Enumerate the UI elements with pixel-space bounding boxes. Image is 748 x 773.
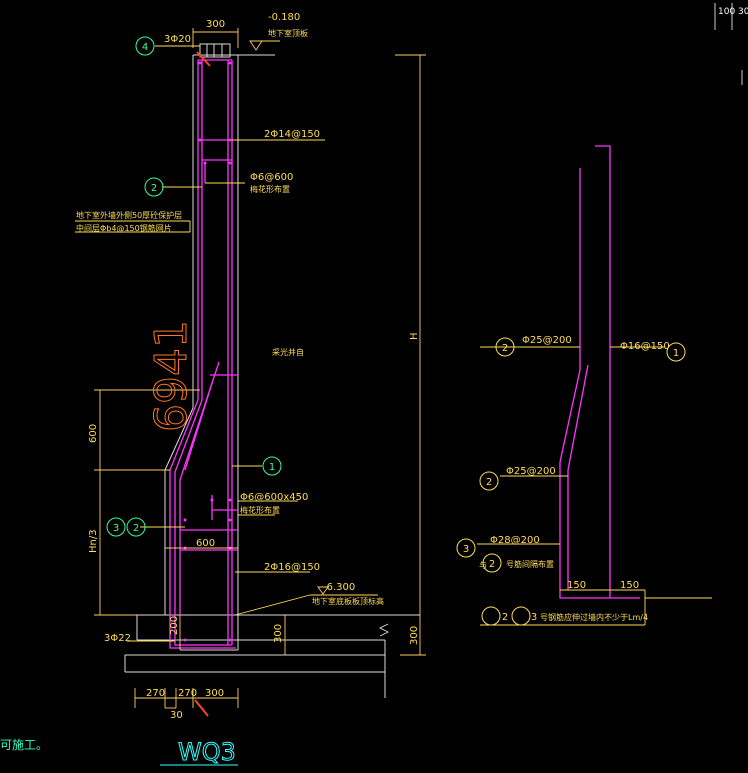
haunch-width-label: 600 — [196, 538, 215, 549]
bar-2b-label: 2Φ16@150 — [264, 562, 320, 573]
corner-labels: 100 30 — [718, 7, 748, 17]
elevation-marker — [249, 40, 263, 51]
height-label: H — [409, 332, 420, 340]
tie-bottom-label: Φ6@600x450 — [240, 492, 308, 503]
right-dim-150a: 150 — [567, 580, 586, 591]
dim-200-label: 200 — [169, 616, 180, 635]
tie-top-label: Φ6@600 — [250, 172, 293, 183]
left-dimensions — [94, 28, 426, 709]
concrete-outline — [124, 54, 420, 698]
marker-r2-top: 2 — [502, 343, 508, 354]
right-bar-lower-3: Φ28@200 — [490, 535, 540, 546]
right-bar-note: 号筋间隔布置 — [506, 559, 554, 569]
marker-splice-b: 3 — [531, 612, 537, 623]
dim-600-label: 600 — [88, 424, 99, 443]
left-labels: 300 -0.180 地下室顶板 3Φ20 2Φ14@150 Φ6@600 梅花… — [76, 12, 384, 721]
elevation-marker-bottom — [317, 586, 329, 595]
marker-1-left: 1 — [269, 462, 275, 473]
waterproof-note-2: 中间层Φb4@150钢筋网片 — [76, 223, 172, 233]
corner-frame — [714, 3, 743, 85]
corner-30: 30 — [738, 7, 748, 17]
marker-3-left: 3 — [113, 523, 119, 534]
right-bar-upper-2: Φ25@200 — [522, 335, 572, 346]
marker-labels-right: 2 1 2 3 2 2 3 — [463, 343, 679, 623]
bar-3-label: 3Φ22 — [104, 633, 131, 644]
tie-bottom-note: 梅花形布置 — [240, 505, 280, 515]
marker-splice-a: 2 — [502, 612, 508, 623]
wall-title: WQ3 — [178, 738, 236, 766]
bottom-dim-270b: 270 — [178, 688, 197, 699]
corner-100: 100 — [718, 7, 735, 17]
marker-r1-top: 1 — [673, 348, 679, 359]
dim-300a-label: 300 — [273, 624, 284, 643]
right-section-outline — [477, 346, 712, 626]
marker-4: 4 — [142, 42, 148, 53]
bottom-dim-270a: 270 — [146, 688, 165, 699]
markers-left — [106, 36, 282, 537]
marker-2-top: 2 — [151, 183, 157, 194]
markers-right — [456, 337, 686, 626]
bar-2a-label: 2Φ14@150 — [264, 129, 320, 140]
right-labels: Φ25@200 Φ16@150 Φ25@200 Φ28@200 与 号筋间隔布置… — [479, 335, 670, 622]
rotated-labels: H 600 Hn/3 200 300 300 — [88, 332, 420, 645]
right-section-rebar — [559, 145, 640, 599]
top-elevation-note: 地下室顶板 — [268, 28, 308, 38]
break-symbol — [378, 623, 390, 637]
marker-labels-left: 4 2 1 3 2 — [113, 42, 275, 534]
right-bar-upper-1: Φ16@150 — [620, 341, 670, 352]
bar-4-label: 3Φ20 — [164, 34, 191, 45]
dim-300b-label: 300 — [409, 626, 420, 645]
marker-r2-lower: 2 — [489, 559, 495, 570]
top-elevation-label: -0.180 — [268, 12, 300, 23]
red-marks — [194, 51, 211, 717]
dim-hn3-label: Hn/3 — [88, 529, 99, 553]
bottom-dim-300: 300 — [205, 688, 224, 699]
marker-r3: 3 — [463, 544, 469, 555]
bottom-elevation-note: 地下室底板板顶标高 — [312, 596, 384, 606]
right-splice-note: 号钢筋应伸过墙内不少于Lm/4 — [540, 612, 648, 622]
tie-top-note: 梅花形布置 — [250, 184, 290, 194]
bottom-elevation-label: -6.300 — [323, 582, 355, 593]
rebar-lines — [169, 59, 238, 649]
bottom-left-fragment: 可施工。 — [0, 738, 48, 752]
right-bar-lower-2: Φ25@200 — [506, 466, 556, 477]
dim-top-width: 300 — [206, 19, 225, 30]
marker-r2-mid: 2 — [486, 477, 492, 488]
marker-2-left: 2 — [133, 523, 139, 534]
right-dim-150b: 150 — [620, 580, 639, 591]
waterproof-note-1: 地下室外墙外侧50厚砼保护层 — [76, 210, 182, 220]
leader-lines — [75, 40, 378, 642]
top-bar-box — [199, 43, 231, 58]
bottom-dim-30: 30 — [170, 710, 183, 721]
big-rotated-number: 6941 — [146, 320, 197, 432]
center-note: 采光井自 — [272, 347, 304, 357]
